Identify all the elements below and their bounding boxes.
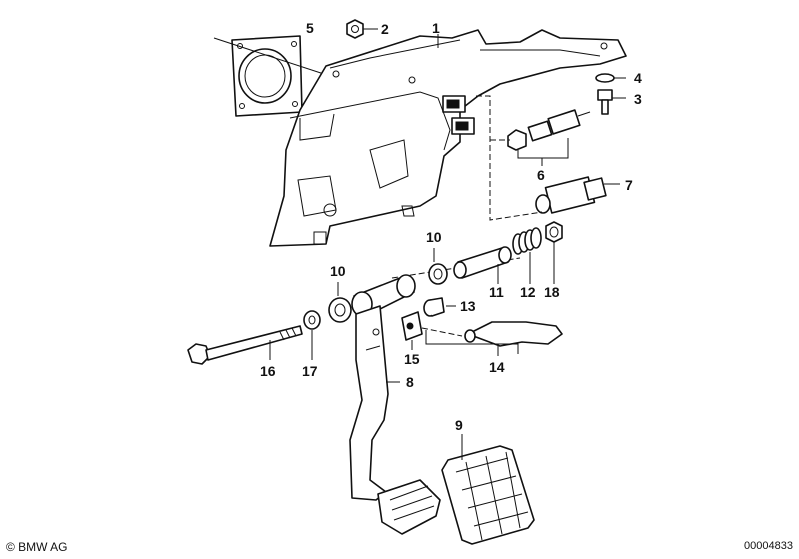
callout-9: 9 [455, 417, 463, 433]
copyright-notice: © BMW AG [6, 540, 68, 554]
part-washer-bolt [303, 310, 321, 330]
part-pedal-pad [441, 445, 535, 545]
part-clevis [401, 311, 423, 341]
part-bushing-upper [428, 263, 448, 285]
callout-2: 2 [381, 21, 389, 37]
part-lever-pin [464, 321, 563, 347]
callout-17: 17 [302, 363, 318, 379]
callout-3: 3 [634, 91, 642, 107]
part-hex-bolt-small [597, 89, 613, 115]
callout-11: 11 [489, 284, 504, 300]
callout-7: 7 [625, 177, 633, 193]
part-connector [535, 176, 607, 214]
part-gasket-plate [231, 35, 303, 117]
callout-6: 6 [537, 167, 545, 183]
callout-8: 8 [406, 374, 414, 390]
callout-16: 16 [260, 363, 276, 379]
callout-5: 5 [306, 20, 314, 36]
callout-13: 13 [460, 298, 476, 314]
callout-12: 12 [520, 284, 536, 300]
callout-18: 18 [544, 284, 560, 300]
callout-10-lower: 10 [330, 263, 346, 279]
callout-10-upper: 10 [426, 229, 442, 245]
callout-4: 4 [634, 70, 642, 86]
callout-1: 1 [432, 20, 440, 36]
part-switch-with-nut [507, 109, 591, 151]
part-washer [595, 73, 615, 83]
callout-15: 15 [404, 351, 420, 367]
part-pedal-bracket [269, 29, 627, 247]
part-spring [512, 227, 542, 255]
part-pedal-arm [349, 274, 441, 535]
part-long-bolt [187, 325, 303, 365]
document-number: 00004833 [744, 540, 793, 552]
part-sleeve [453, 246, 512, 279]
part-bushing-lower [328, 297, 352, 323]
part-nut-right [545, 221, 563, 243]
part-nut-top [346, 19, 364, 39]
part-small-bushing [423, 297, 445, 317]
callout-14: 14 [489, 359, 505, 375]
